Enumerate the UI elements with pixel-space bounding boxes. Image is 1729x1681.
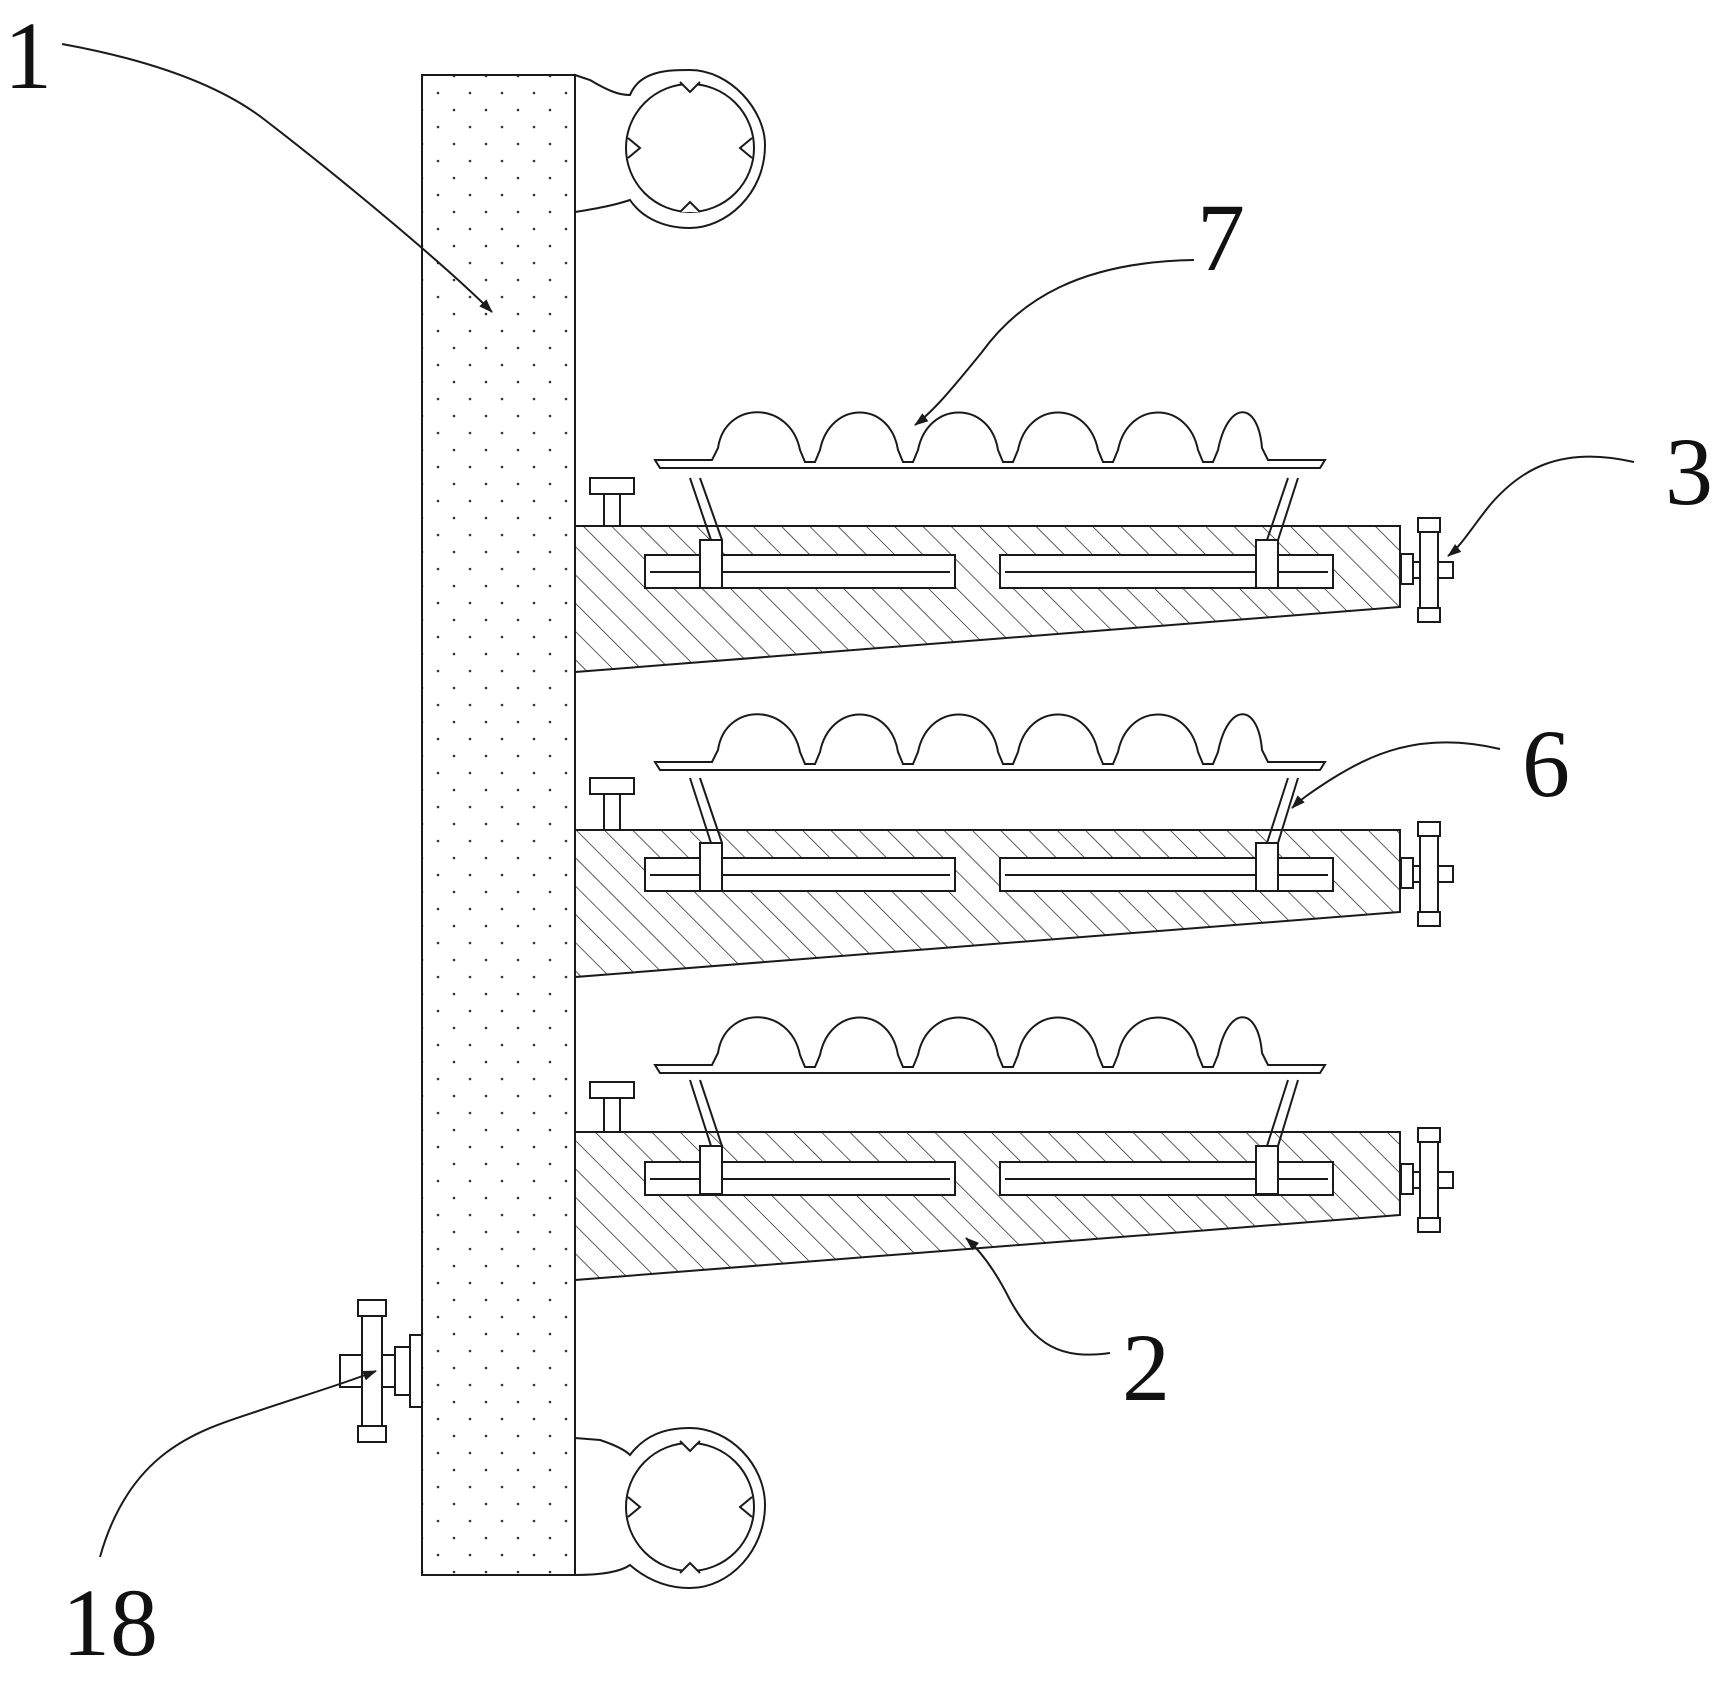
leader-lines <box>62 44 1634 1557</box>
label-adjust-knob: 3 <box>1665 424 1713 520</box>
bottom-mounting-ear <box>575 1428 765 1588</box>
support-arm-3 <box>575 1017 1453 1280</box>
leader-18 <box>100 1371 376 1557</box>
leader-6 <box>1292 742 1500 808</box>
leader-7 <box>915 260 1194 425</box>
label-clamp-plate: 7 <box>1197 190 1245 286</box>
top-mounting-ear <box>575 70 765 228</box>
leader-2 <box>966 1238 1110 1355</box>
leader-3 <box>1448 457 1634 556</box>
support-arm-1 <box>575 412 1453 672</box>
support-arm-2 <box>575 714 1453 977</box>
label-link-rod: 6 <box>1522 716 1570 812</box>
lock-knob <box>340 1300 422 1442</box>
label-support-arm: 2 <box>1122 1320 1170 1416</box>
label-lock-knob: 18 <box>62 1575 158 1671</box>
housing-body <box>422 75 575 1575</box>
label-housing: 1 <box>4 8 52 104</box>
